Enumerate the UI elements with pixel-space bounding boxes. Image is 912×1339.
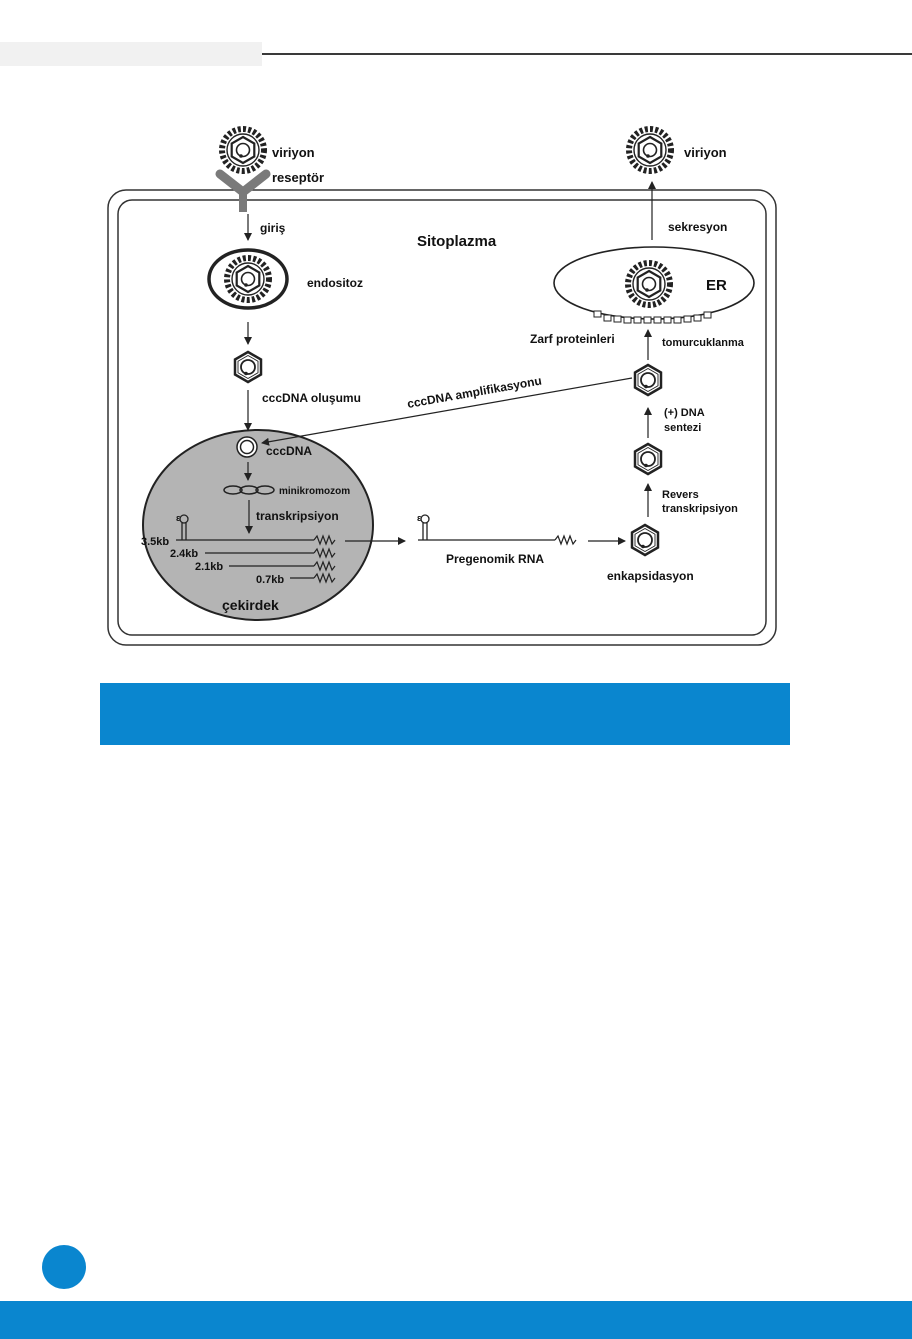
- footer-bar: [0, 1301, 912, 1339]
- label-entry: giriş: [260, 221, 286, 235]
- label-reverse-transcription: transkripsiyon: [662, 503, 738, 515]
- cell-membrane-inner: [117, 199, 767, 636]
- label-rna-2-1kb: 2.1kb: [195, 561, 223, 573]
- arrow-cccdna-amplification: [261, 377, 633, 446]
- virion-released-icon: [629, 129, 671, 171]
- label-rna-2-4kb: 2.4kb: [170, 548, 198, 560]
- label-rna-3-5kb: 3.5kb: [141, 536, 169, 548]
- epsilon-stemloop-icon: [179, 514, 189, 540]
- label-plus-dna: (+) DNA: [664, 407, 705, 419]
- label-envelope-proteins: Zarf proteinleri: [530, 332, 615, 346]
- label-rna-0-7kb: 0.7kb: [256, 574, 284, 586]
- virion-incoming-icon: [222, 129, 264, 171]
- receptor-icon: [215, 169, 271, 212]
- label-cccdna-formation: cccDNA oluşumu: [262, 391, 361, 405]
- label-er: ER: [706, 277, 727, 294]
- label-virion-left: viriyon: [272, 145, 315, 160]
- header-rule: [262, 53, 912, 55]
- header-tab: [0, 42, 262, 66]
- caption-bar: [100, 683, 790, 745]
- hbv-life-cycle-diagram: viriyon reseptör giriş Sitoplazma endosi…: [107, 0, 777, 646]
- capsid-released-icon: [233, 350, 263, 384]
- label-epsilon-nucleus: ε: [176, 513, 181, 523]
- minichromosome-icon: [223, 485, 275, 495]
- label-cccdna: cccDNA: [266, 444, 312, 458]
- epsilon-stemloop-pgrna-icon: [420, 514, 430, 540]
- page-number-dot: [42, 1245, 86, 1289]
- capsid-mature-icon: [633, 363, 663, 397]
- label-epsilon-pgrna: ε: [417, 513, 422, 523]
- nucleus: [142, 429, 374, 621]
- capsid-encapsidation-icon: [630, 523, 660, 557]
- label-budding: tomurcuklanma: [662, 337, 745, 349]
- envelope-proteins-icon: [593, 310, 712, 324]
- label-synthesis: sentezi: [664, 422, 701, 434]
- label-cytoplasm: Sitoplazma: [417, 233, 497, 250]
- label-receptor: reseptör: [272, 170, 324, 185]
- label-minichromosome: minikromozom: [279, 486, 350, 497]
- label-transcription: transkripsiyon: [256, 509, 339, 523]
- label-endocytosis: endositoz: [307, 276, 363, 290]
- label-encapsidation: enkapsidasyon: [607, 569, 694, 583]
- capsid-minus-dna-icon: [633, 442, 663, 476]
- label-reverse: Revers: [662, 489, 699, 501]
- label-virion-right: viriyon: [684, 145, 727, 160]
- label-secretion: sekresyon: [668, 220, 727, 234]
- label-pregenomic-rna: Pregenomik RNA: [446, 552, 544, 566]
- label-nucleus: çekirdek: [222, 597, 279, 613]
